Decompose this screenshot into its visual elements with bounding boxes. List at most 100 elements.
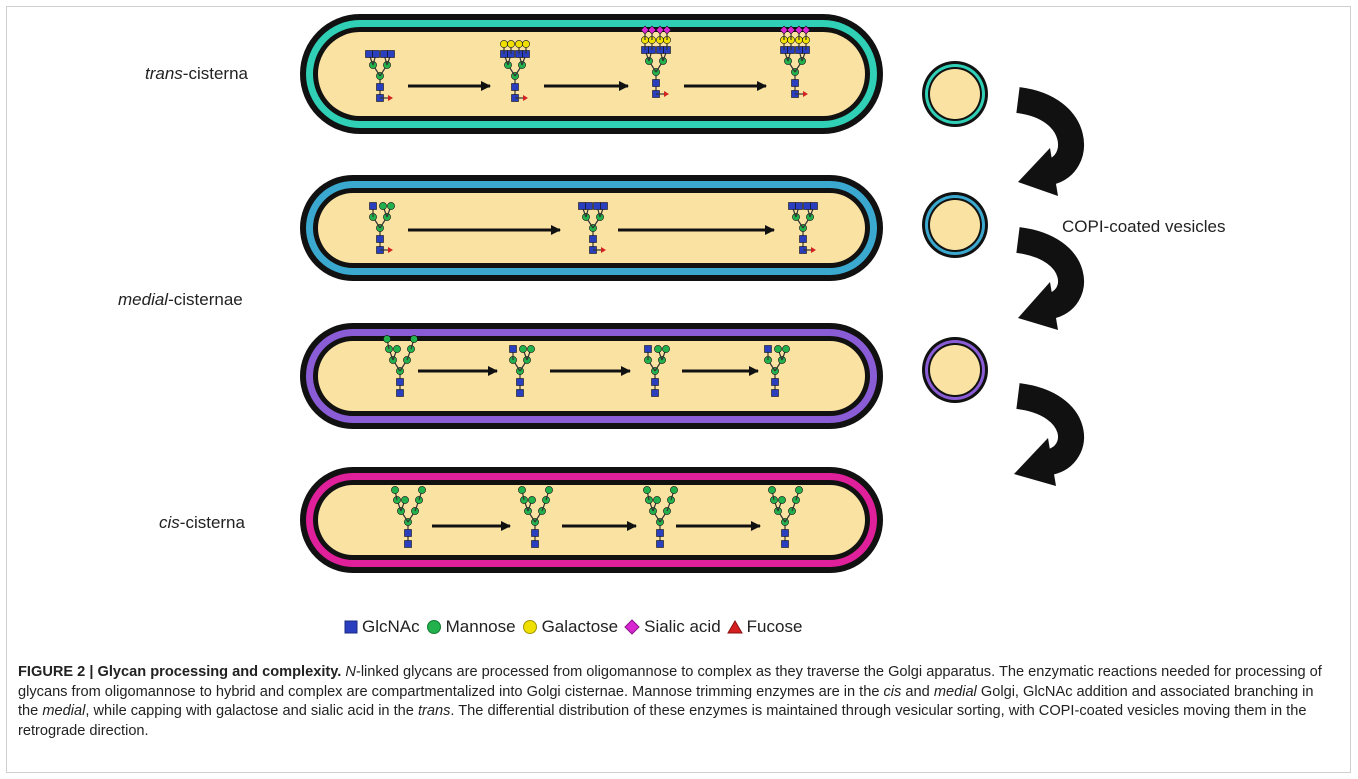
retrograde-arrow-1 (1015, 87, 1084, 196)
label-cis-cisterna: cis-cisterna (159, 513, 245, 532)
fucose-residue (803, 91, 808, 97)
legend-item-sialic-acid: Sialic acid (624, 617, 721, 637)
vesicle-trans (922, 61, 988, 127)
glcnac-residue (799, 235, 807, 243)
glcnac-residue (781, 529, 789, 537)
mannose-residue (387, 202, 395, 210)
mannose-residue (401, 496, 409, 504)
triangle-icon (726, 620, 743, 634)
diamond-icon (624, 619, 640, 635)
glcnac-residue (651, 378, 659, 386)
cisterna-medial-lower (300, 323, 883, 429)
mannose-residue (670, 486, 678, 494)
sialic-acid-residue (779, 25, 789, 35)
mannose-residue (653, 496, 661, 504)
glcnac-residue (380, 50, 388, 58)
glcnac-residue (589, 235, 597, 243)
glcnac-residue (771, 378, 779, 386)
mannose-residue (518, 486, 526, 494)
caption-figure-label: FIGURE 2 | Glycan processing and complex… (18, 664, 342, 680)
mannose-residue (410, 335, 418, 343)
glcnac-residue (516, 378, 524, 386)
fucose-residue (523, 95, 528, 101)
mannose-residue (643, 486, 651, 494)
cisterna-trans (300, 14, 883, 134)
glcnac-residue (578, 202, 586, 210)
glcnac-residue (791, 79, 799, 87)
glcnac-residue (788, 202, 796, 210)
glcnac-residue (810, 202, 818, 210)
sialic-acid-residue (647, 25, 657, 35)
square-icon (344, 620, 358, 634)
retrograde-arrow-2 (1015, 227, 1084, 330)
glcnac-residue (593, 202, 601, 210)
figure-caption: FIGURE 2 | Glycan processing and complex… (18, 664, 1322, 739)
label-copi-vesicles: COPI-coated vesicles (1062, 217, 1226, 236)
mannose-residue (418, 486, 426, 494)
mannose-residue (527, 345, 535, 353)
glcnac-residue (396, 389, 404, 397)
mannose-residue (768, 486, 776, 494)
glcnac-residue (509, 345, 517, 353)
glcnac-residue (396, 378, 404, 386)
cisterna-cis (300, 467, 883, 573)
mannose-residue (528, 496, 536, 504)
mannose-residue (778, 496, 786, 504)
mannose-residue (774, 345, 782, 353)
mannose-residue (383, 335, 391, 343)
glcnac-residue (516, 389, 524, 397)
mannose-residue (782, 345, 790, 353)
legend-item-glcnac: GlcNAc (344, 617, 420, 637)
legend-item-galactose: Galactose (522, 617, 618, 637)
mannose-residue (379, 202, 387, 210)
glcnac-residue (600, 202, 608, 210)
glcnac-residue (511, 83, 519, 91)
galactose-residue (500, 40, 508, 48)
golgi-diagram (300, 14, 1084, 573)
glcnac-residue (372, 50, 380, 58)
fucose-residue (664, 91, 669, 97)
glycan-structures (365, 25, 818, 548)
sialic-acid-residue (786, 25, 796, 35)
glcnac-residue (369, 202, 377, 210)
fucose-residue (811, 247, 816, 253)
circle-icon (522, 620, 537, 634)
glcnac-residue (585, 202, 593, 210)
label-medial-cisternae: medial-cisternae (118, 290, 243, 309)
fucose-residue (388, 95, 393, 101)
glcnac-residue (365, 50, 373, 58)
glcnac-residue (376, 235, 384, 243)
mannose-residue (519, 345, 527, 353)
mannose-residue (545, 486, 553, 494)
glcnac-residue (644, 345, 652, 353)
glcnac-residue (387, 50, 395, 58)
fucose-residue (601, 247, 606, 253)
vesicle-medial-lower (922, 337, 988, 403)
sialic-acid-residue (640, 25, 650, 35)
glcnac-residue (531, 529, 539, 537)
mannose-residue (391, 486, 399, 494)
process-arrows (408, 81, 775, 531)
glcnac-residue (656, 529, 664, 537)
glcnac-residue (404, 540, 412, 548)
mannose-residue (654, 345, 662, 353)
glcnac-residue (803, 202, 811, 210)
sialic-acid-residue (662, 25, 672, 35)
sialic-acid-residue (794, 25, 804, 35)
mannose-residue (662, 345, 670, 353)
galactose-residue (522, 40, 530, 48)
glcnac-residue (795, 202, 803, 210)
glcnac-residue (376, 83, 384, 91)
glcnac-residue (764, 345, 772, 353)
sialic-acid-residue (655, 25, 665, 35)
glcnac-residue (781, 540, 789, 548)
mannose-residue (393, 345, 401, 353)
retrograde-arrow-3 (1014, 383, 1084, 486)
galactose-residue (507, 40, 515, 48)
galactose-residue (515, 40, 523, 48)
sialic-acid-residue (801, 25, 811, 35)
glcnac-residue (771, 389, 779, 397)
legend: GlcNAc Mannose Galactose Sialic acid Fuc… (344, 617, 808, 637)
glcnac-residue (531, 540, 539, 548)
label-trans-cisterna: trans-cisterna (145, 64, 248, 83)
